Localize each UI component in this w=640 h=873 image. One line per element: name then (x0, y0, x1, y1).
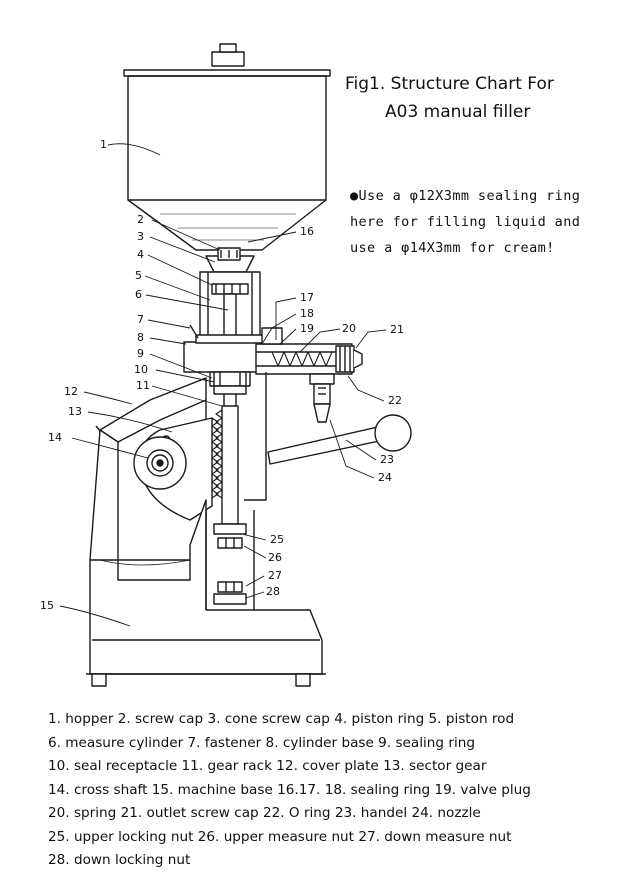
callout-5: 5 (135, 269, 142, 282)
callout-17: 17 (300, 291, 314, 304)
callout-21: 21 (390, 323, 404, 336)
chart-title-line-2: A03 manual filler (385, 102, 531, 122)
legend-line: 14. cross shaft 15. machine base 16.17. … (48, 781, 531, 798)
callout-23: 23 (380, 453, 394, 466)
callout-15: 15 (40, 599, 54, 612)
screw-cap-drawing (205, 247, 255, 273)
callout-numbers: 1 2 3 4 5 6 7 8 9 10 11 12 13 14 15 16 1… (40, 138, 404, 612)
nozzle-drawing (309, 373, 335, 423)
callout-19: 19 (300, 322, 314, 335)
callout-2: 2 (137, 213, 144, 226)
legend-line: 1. hopper 2. screw cap 3. cone screw cap… (48, 711, 515, 727)
note-line-1: ●Use a φ12X3mm sealing ring (350, 188, 581, 204)
callout-7: 7 (137, 313, 144, 326)
legend-line: 6. measure cylinder 7. fastener 8. cylin… (48, 734, 475, 751)
callout-26: 26 (268, 551, 282, 564)
seal-receptacle-drawing (209, 371, 251, 395)
callout-25: 25 (270, 533, 284, 546)
chart-title-line-1: Fig1. Structure Chart For (345, 74, 554, 94)
cross-shaft-drawing (133, 436, 187, 490)
leader-lines (59, 143, 387, 627)
callout-20: 20 (342, 322, 356, 335)
machine-base-drawing (86, 429, 326, 687)
legend-line: 10. seal receptacle 11. gear rack 12. co… (48, 758, 487, 774)
parts-legend: 1. hopper 2. screw cap 3. cone screw cap… (48, 708, 628, 873)
callout-13: 13 (68, 405, 82, 418)
callout-10: 10 (134, 363, 148, 376)
hopper-drawing (123, 43, 331, 251)
callout-11: 11 (136, 379, 150, 392)
legend-line: 20. spring 21. outlet screw cap 22. O ri… (48, 805, 481, 821)
legend-line: 28. down locking nut (48, 852, 191, 868)
callout-22: 22 (388, 394, 402, 407)
measure-nuts-drawing (213, 523, 247, 605)
valve-body-drawing (255, 327, 363, 375)
legend-line: 25. upper locking nut 26. upper measure … (48, 828, 512, 845)
callout-14: 14 (48, 431, 62, 444)
callout-28: 28 (266, 585, 280, 598)
callout-27: 27 (268, 569, 282, 582)
callout-24: 24 (378, 471, 392, 484)
callout-16: 16 (300, 225, 314, 238)
callout-9: 9 (137, 347, 144, 360)
note-line-2: here for filling liquid and (350, 214, 581, 230)
callout-1: 1 (100, 138, 107, 151)
gear-rack-drawing (215, 405, 239, 525)
filler-structure-diagram: 1 2 3 4 5 6 7 8 9 10 11 12 13 14 15 16 1… (40, 43, 412, 687)
callout-18: 18 (300, 307, 314, 320)
callout-8: 8 (137, 331, 144, 344)
callout-6: 6 (135, 288, 142, 301)
handle-drawing (267, 414, 412, 465)
callout-3: 3 (137, 230, 144, 243)
callout-4: 4 (137, 248, 144, 261)
callout-12: 12 (64, 385, 78, 398)
note-line-3: use a φ14X3mm for cream! (350, 240, 555, 256)
